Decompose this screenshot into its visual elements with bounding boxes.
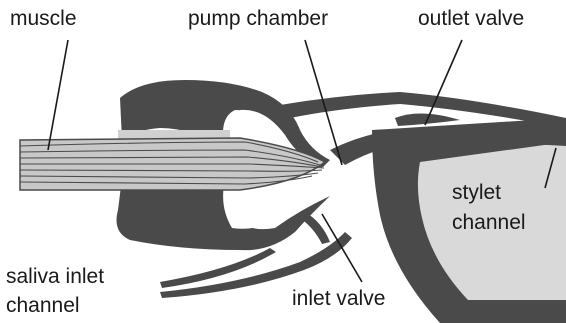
- muscle-leader: [48, 40, 68, 150]
- saliva-inlet-label-line2: channel: [6, 294, 80, 317]
- inlet-valve-label: inlet valve: [292, 287, 385, 310]
- outlet-valve-label: outlet valve: [418, 7, 524, 30]
- inlet-valve-flap: [300, 212, 330, 244]
- muscle-label: muscle: [10, 7, 77, 30]
- saliva-inlet-label-line1: saliva inlet: [6, 265, 104, 288]
- pump-chamber-label: pump chamber: [188, 7, 328, 30]
- stylet-channel-label-line2: channel: [452, 211, 526, 234]
- outlet-valve-leader: [425, 40, 462, 125]
- stylet-channel-label-line1: stylet: [452, 181, 501, 204]
